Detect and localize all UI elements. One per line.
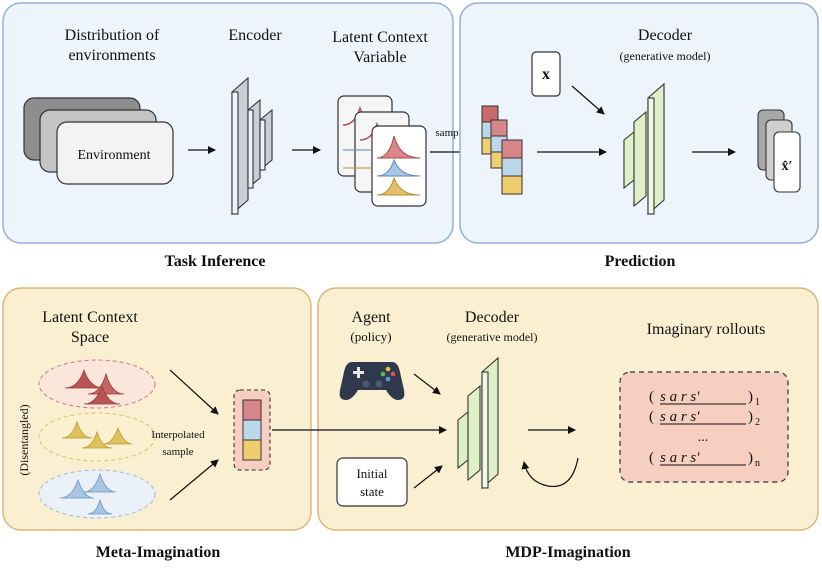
arrow-agent-to-decoder	[413, 373, 441, 395]
rollout-2-sub: 2	[755, 417, 760, 428]
rollout-row-2: ( s a r s′ ) 2	[649, 409, 760, 428]
rollout-1-open: (	[649, 389, 654, 405]
encoder-icon	[231, 76, 273, 216]
disentangled-label: (Disentangled)	[17, 404, 31, 475]
sample-label: sample	[435, 127, 466, 139]
meta-imagination-panel	[2, 287, 312, 531]
interp-label-line2: sample	[162, 446, 193, 458]
latent-space-title-line2: Space	[71, 329, 109, 346]
rollout-2-close: )	[748, 409, 753, 425]
gamepad-icon	[339, 362, 405, 400]
prediction-decoder-sub: (generative model)	[620, 49, 711, 63]
agent-sub: (policy)	[350, 329, 391, 344]
rollout-row-n: ( s a r s′ ) n	[649, 450, 760, 469]
rollout-n-vars: s a r s′	[660, 450, 700, 466]
yellow-cluster	[38, 412, 156, 462]
output-x-hat-symbol: x̂′	[782, 159, 793, 174]
rollout-row-1: ( s a r s′ ) 1	[649, 389, 760, 408]
arrow-x-to-decoder	[571, 85, 605, 115]
blue-cluster	[38, 469, 156, 519]
latent-variable-cards	[337, 95, 427, 207]
environment-stack: Environment	[23, 97, 174, 185]
latent-space-title-line1: Latent Context	[42, 309, 138, 326]
meta-imagination-title: Meta-Imagination	[96, 544, 221, 561]
arrow-initial-to-decoder	[413, 465, 443, 489]
rollout-n-close: )	[748, 450, 753, 466]
agent-label: Agent	[351, 309, 391, 326]
rollout-2-vars: s a r s′	[660, 409, 700, 425]
rollout-1-close: )	[748, 389, 753, 405]
interpolated-sample	[233, 389, 271, 471]
initial-state-line1: Initial	[356, 466, 387, 481]
prediction-title: Prediction	[605, 253, 676, 270]
input-x-box	[531, 51, 561, 97]
rollout-2-open: (	[649, 409, 654, 425]
mdp-decoder-label: Decoder	[465, 309, 520, 326]
arrow-blue-to-sample	[169, 459, 219, 501]
mdp-decoder-sub: (generative model)	[447, 330, 538, 344]
rollouts-title: Imaginary rollouts	[647, 321, 766, 338]
latent-title-line2: Variable	[353, 49, 406, 66]
dist-title-line1: Distribution of	[65, 27, 160, 44]
rollout-dots: ...	[698, 430, 709, 445]
initial-state-line2: state	[360, 484, 384, 499]
interp-label-line1: Interpolated	[151, 429, 205, 441]
encoder-label: Encoder	[228, 27, 282, 44]
rollout-1-vars: s a r s′	[660, 389, 700, 405]
prediction-decoder-icon	[623, 82, 665, 216]
loop-arrow	[521, 457, 579, 488]
rollouts-box	[619, 371, 789, 483]
latent-title-line1: Latent Context	[332, 29, 428, 46]
environment-card	[56, 121, 174, 185]
dist-title-line2: environments	[68, 47, 155, 64]
rollout-n-sub: n	[755, 458, 760, 469]
output-cards	[757, 109, 801, 193]
arrow-red-to-sample	[169, 369, 219, 415]
rollout-n-open: (	[649, 450, 654, 466]
initial-state-box	[336, 457, 408, 507]
task-inference-title: Task Inference	[165, 253, 266, 270]
red-cluster	[38, 359, 156, 409]
input-x-symbol: x	[542, 66, 550, 83]
rollout-1-sub: 1	[755, 397, 760, 408]
environment-card-label: Environment	[77, 148, 150, 163]
mdp-decoder-icon	[457, 356, 499, 490]
latent-sample-cubes	[481, 105, 523, 195]
mdp-imagination-title: MDP-Imagination	[505, 544, 630, 561]
prediction-decoder-label: Decoder	[638, 27, 693, 44]
